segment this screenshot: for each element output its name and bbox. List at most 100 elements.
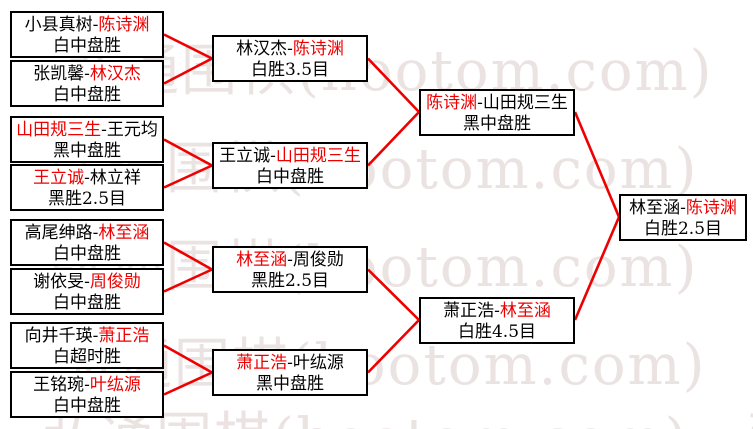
vs-separator: - [270, 146, 276, 166]
match-result: 白超时胜 [53, 347, 121, 367]
player-2: 山田规三生 [275, 146, 361, 166]
match-box-semifinal-1: 陈诗渊-山田规三生 黑中盘胜 [419, 89, 575, 136]
matchup: 王立诚-林立祥 [12, 168, 162, 189]
matchup: 萧正浩-叶纮源 [214, 353, 366, 374]
match-box-round1-5: 高尾绅路-林至涵 白中盘胜 [10, 219, 164, 266]
match-box-round1-4: 王立诚-林立祥 黑胜2.5目 [10, 164, 164, 211]
match-box-round2-2: 王立诚-山田规三生 白中盘胜 [212, 142, 368, 189]
vs-separator: - [84, 168, 90, 188]
matchup: 王立诚-山田规三生 [214, 146, 366, 167]
player-1: 林汉杰 [236, 39, 288, 59]
matchup: 张凯馨-林汉杰 [12, 64, 162, 85]
bracket-connector [163, 57, 213, 85]
player-2: 林汉杰 [89, 64, 141, 84]
player-2: 叶纮源 [89, 375, 141, 395]
vs-separator: - [287, 250, 293, 270]
vs-separator: - [494, 301, 500, 321]
player-1: 高尾绅路 [24, 223, 93, 243]
vs-separator: - [287, 353, 293, 373]
matchup: 林至涵-周俊勋 [214, 250, 366, 271]
player-1: 萧正浩 [236, 353, 288, 373]
bracket-connector [367, 268, 420, 321]
matchup: 林汉杰-陈诗渊 [214, 39, 366, 60]
match-result: 白胜4.5目 [457, 322, 537, 342]
player-2: 周俊勋 [89, 272, 141, 292]
player-2: 萧正浩 [98, 326, 150, 346]
player-1: 王立诚 [219, 146, 271, 166]
match-box-round1-7: 向井千瑛-萧正浩 白超时胜 [10, 322, 164, 369]
match-result: 黑中盘胜 [53, 141, 121, 161]
player-1: 王立诚 [33, 168, 85, 188]
matchup: 小县真树-陈诗渊 [12, 15, 162, 36]
match-result: 白中盘胜 [256, 167, 324, 187]
match-box-round1-6: 谢依旻-周俊勋 白中盘胜 [10, 268, 164, 315]
matchup: 谢依旻-周俊勋 [12, 272, 162, 293]
matchup: 高尾绅路-林至涵 [12, 223, 162, 244]
match-result: 白中盘胜 [53, 396, 121, 416]
bracket-connector [163, 33, 213, 60]
bracket-connector [163, 268, 213, 293]
vs-separator: - [287, 39, 293, 59]
match-result: 白中盘胜 [53, 85, 121, 105]
player-2: 王元均 [106, 120, 158, 140]
match-result: 白中盘胜 [53, 36, 121, 56]
player-1: 谢依旻 [33, 272, 85, 292]
bracket-connector [163, 371, 213, 396]
match-box-semifinal-2: 萧正浩-林至涵 白胜4.5目 [419, 297, 575, 344]
player-1: 林至涵 [629, 198, 681, 218]
bracket-connector [163, 138, 213, 167]
player-2: 林立祥 [89, 168, 141, 188]
vs-separator: - [84, 375, 90, 395]
vs-separator: - [101, 120, 107, 140]
match-result: 黑中盘胜 [463, 114, 531, 134]
match-box-round1-2: 张凯馨-林汉杰 白中盘胜 [10, 60, 164, 107]
bracket-connector [163, 344, 213, 374]
match-box-round2-1: 林汉杰-陈诗渊 白胜3.5目 [212, 35, 368, 82]
match-result: 白胜2.5目 [643, 219, 723, 239]
player-1: 小县真树 [24, 15, 93, 35]
matchup: 山田规三生-王元均 [12, 120, 162, 141]
vs-separator: - [84, 272, 90, 292]
match-result: 白中盘胜 [53, 293, 121, 313]
player-1: 向井千瑛 [24, 326, 93, 346]
player-2: 林至涵 [499, 301, 551, 321]
player-1: 陈诗渊 [426, 93, 478, 113]
player-1: 山田规三生 [16, 120, 102, 140]
match-box-round1-8: 王铭琬-叶纮源 白中盘胜 [10, 371, 164, 418]
vs-separator: - [680, 198, 686, 218]
vs-separator: - [477, 93, 483, 113]
match-result: 白胜3.5目 [250, 60, 330, 80]
match-box-round1-1: 小县真树-陈诗渊 白中盘胜 [10, 11, 164, 58]
player-2: 周俊勋 [292, 250, 344, 270]
player-2: 叶纮源 [292, 353, 344, 373]
vs-separator: - [84, 64, 90, 84]
match-box-round1-3: 山田规三生-王元均 黑中盘胜 [10, 116, 164, 163]
player-1: 张凯馨 [33, 64, 85, 84]
match-box-round2-4: 萧正浩-叶纮源 黑中盘胜 [212, 349, 368, 396]
matchup: 林至涵-陈诗渊 [621, 198, 745, 219]
match-result: 白中盘胜 [53, 244, 121, 264]
bracket-connector [367, 319, 420, 374]
bracket-connector [367, 111, 420, 167]
match-box-final: 林至涵-陈诗渊 白胜2.5目 [619, 194, 747, 241]
matchup: 王铭琬-叶纮源 [12, 375, 162, 396]
matchup: 陈诗渊-山田规三生 [421, 93, 573, 114]
bracket-connector [367, 57, 420, 113]
matchup: 向井千瑛-萧正浩 [12, 326, 162, 347]
vs-separator: - [92, 223, 99, 243]
player-1: 王铭琬 [33, 375, 85, 395]
bracket-connector [573, 111, 621, 218]
player-1: 林至涵 [236, 250, 288, 270]
vs-separator: - [92, 15, 99, 35]
vs-separator: - [92, 326, 99, 346]
player-1: 萧正浩 [443, 301, 495, 321]
player-2: 陈诗渊 [98, 15, 150, 35]
match-result: 黑胜2.5目 [250, 271, 330, 291]
bracket-connector [163, 164, 213, 189]
match-box-round2-3: 林至涵-周俊勋 黑胜2.5目 [212, 246, 368, 293]
match-result: 黑中盘胜 [256, 374, 324, 394]
matchup: 萧正浩-林至涵 [421, 301, 573, 322]
player-2: 山田规三生 [482, 93, 568, 113]
